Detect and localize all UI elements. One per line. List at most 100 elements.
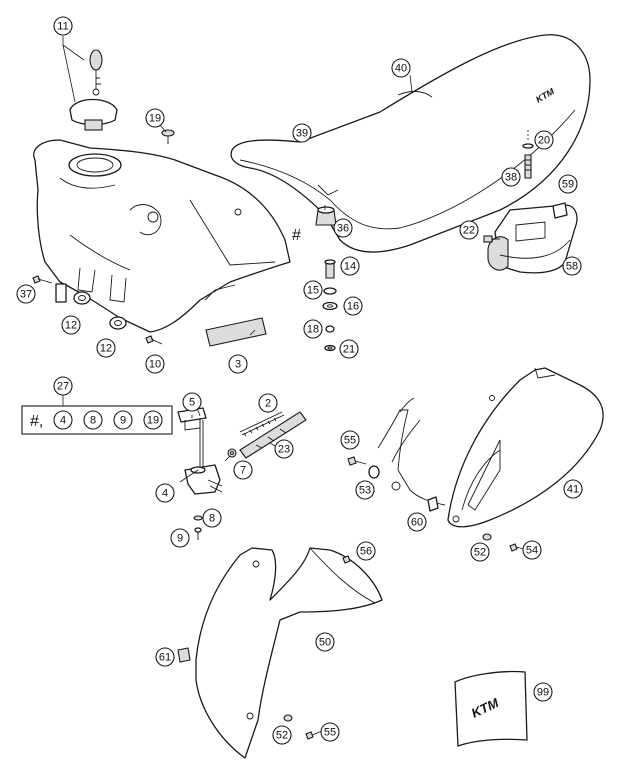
kit-item-label: 19 <box>147 415 159 427</box>
screw-55-upper <box>347 456 367 466</box>
callout-label: 10 <box>149 359 161 371</box>
callout-label: 58 <box>566 261 578 273</box>
rubber-grommet-b <box>109 316 127 330</box>
callout-16: 16 <box>343 296 363 316</box>
o-ring <box>193 515 203 521</box>
nut-61 <box>177 647 191 663</box>
callout-circle <box>356 541 376 561</box>
callout-circle <box>339 339 359 359</box>
hardware-stack <box>322 259 338 352</box>
callout-circle <box>96 338 116 358</box>
callout-label: 36 <box>337 223 349 235</box>
callout-41: 41 <box>563 479 583 499</box>
right-side-panel <box>447 367 604 528</box>
callout-label: 12 <box>65 320 77 332</box>
wing-screw <box>161 129 175 144</box>
callout-label: 53 <box>359 485 371 497</box>
callout-37: 37 <box>16 284 36 304</box>
kit-item-circle <box>53 410 73 430</box>
callout-label: 37 <box>20 289 32 301</box>
callout-label: 9 <box>177 533 183 545</box>
callout-circle <box>562 256 582 276</box>
callout-label: 40 <box>395 63 407 75</box>
callout-label: 41 <box>567 484 579 496</box>
callout-circle <box>16 284 36 304</box>
callout-circle <box>303 319 323 339</box>
callout-label: 5 <box>189 397 195 409</box>
fuel-tap-screw <box>194 527 202 540</box>
callout-label: 11 <box>57 21 68 33</box>
callout-label: 56 <box>360 546 372 558</box>
callout-circle <box>459 220 479 240</box>
washer-52-upper <box>482 533 492 541</box>
callout-label: 61 <box>159 652 171 664</box>
fuel-tap <box>177 407 223 495</box>
callout-52: 52 <box>272 725 292 745</box>
callout-40: 40 <box>391 58 411 78</box>
kit-item-9: 9 <box>113 410 133 430</box>
callout-label: 22 <box>463 225 475 237</box>
kit-item-8: 8 <box>83 410 103 430</box>
kit-item-circle <box>143 410 163 430</box>
callout-4: 4 <box>155 483 175 503</box>
tank-mount-screw <box>32 275 53 284</box>
callout-label: 18 <box>307 324 319 336</box>
callout-label: 3 <box>235 359 241 371</box>
callout-3: 3 <box>228 354 248 374</box>
callout-circle <box>333 218 353 238</box>
callout-label: 14 <box>344 261 356 273</box>
screw-56 <box>342 555 351 564</box>
callout-label: 21 <box>343 344 355 356</box>
callout-circle <box>501 167 521 187</box>
callout-circle <box>53 376 73 396</box>
tank-screw <box>145 335 163 345</box>
callout-circle <box>155 647 175 667</box>
tool-bag <box>487 202 578 274</box>
tank-cap-key <box>89 49 103 96</box>
frame-section <box>377 397 446 506</box>
callout-label: 8 <box>209 513 215 525</box>
callout-label: 16 <box>347 301 359 313</box>
callout-label: 15 <box>307 285 319 297</box>
callout-circle <box>61 315 81 335</box>
callout-7: 7 <box>233 460 253 480</box>
kit-item-19: 19 <box>143 410 163 430</box>
callout-circle <box>391 58 411 78</box>
kit-item-4: 4 <box>53 410 73 430</box>
ktm-sticker: KTM <box>454 670 528 747</box>
rubber-grommet-a <box>73 291 91 305</box>
screw-55-lower <box>305 730 323 740</box>
callout-20: 20 <box>534 130 554 150</box>
callout-11: 11 <box>53 16 73 36</box>
callout-36: 36 <box>333 218 353 238</box>
callout-circle <box>145 354 165 374</box>
callout-circle <box>53 16 73 36</box>
callout-39: 39 <box>292 123 312 143</box>
seat-buffer <box>315 206 337 226</box>
callout-label: 55 <box>324 727 336 739</box>
callout-circle <box>233 460 253 480</box>
screw-54 <box>509 543 525 552</box>
callout-circle <box>533 682 553 702</box>
callout-circle <box>340 430 360 450</box>
callout-label: 60 <box>411 517 423 529</box>
fuel-hose <box>239 411 307 459</box>
callout-9: 9 <box>170 528 190 548</box>
callout-58: 58 <box>562 256 582 276</box>
callout-5: 5 <box>182 392 202 412</box>
callout-circle <box>272 725 292 745</box>
callout-label: 4 <box>162 488 168 500</box>
kit-item-label: 8 <box>90 415 96 427</box>
callout-circle <box>155 483 175 503</box>
callout-circle <box>407 512 427 532</box>
kit-prefix: #, <box>30 413 43 430</box>
callout-2: 2 <box>258 393 278 413</box>
callout-15: 15 <box>303 280 323 300</box>
callout-circle <box>145 108 165 128</box>
callout-21: 21 <box>339 339 359 359</box>
callout-99: 99 <box>533 682 553 702</box>
callout-52: 52 <box>470 542 490 562</box>
callout-label: 55 <box>344 435 356 447</box>
